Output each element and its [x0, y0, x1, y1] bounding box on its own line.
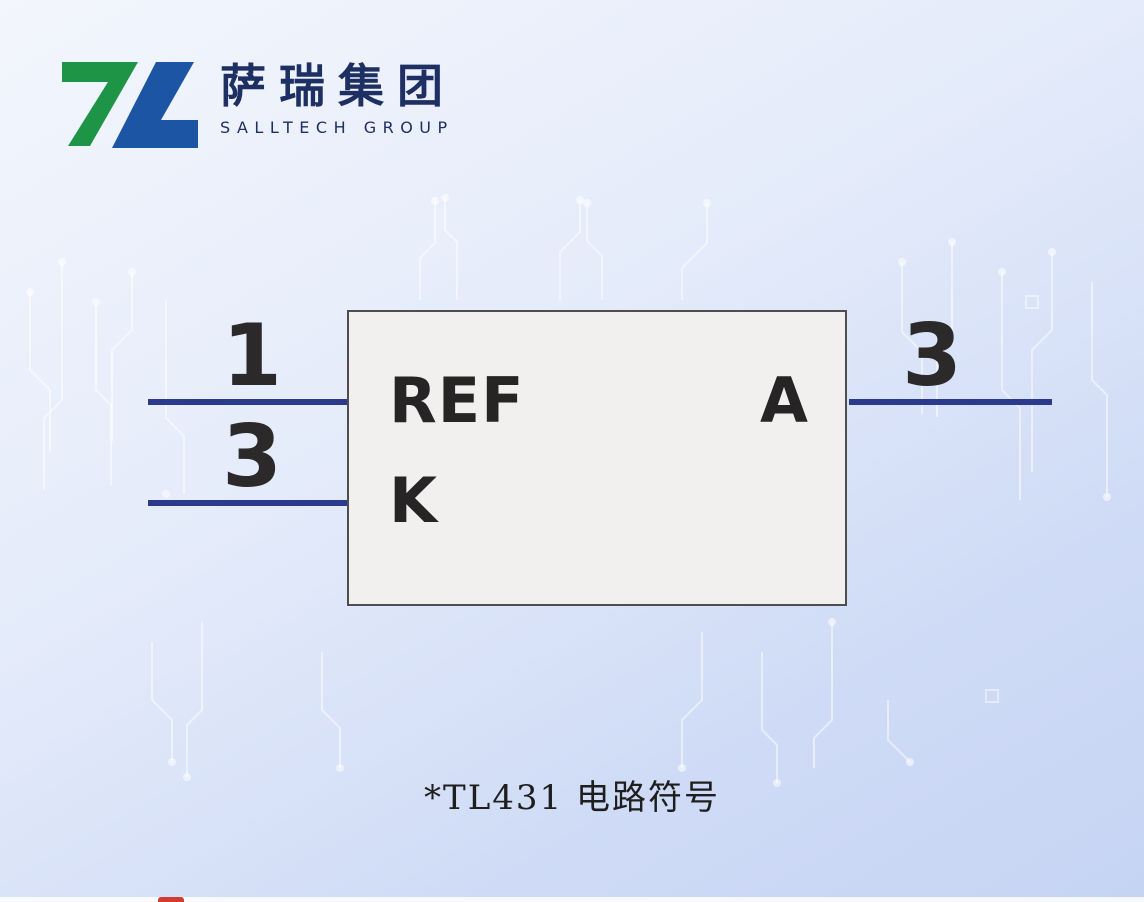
logo-english-name: SALLTECH GROUP — [220, 117, 454, 137]
pin-number-left-bottom: 3 — [222, 407, 282, 507]
ref-terminal-label: REF — [389, 364, 525, 437]
bottom-edge-strip — [0, 897, 1144, 902]
logo-chinese-name: 萨瑞集团 — [220, 59, 456, 113]
ic-symbol-box: REF K A — [347, 310, 847, 606]
pin-number-left-top: 1 — [222, 306, 282, 406]
figure-caption: *TL431 电路符号 — [424, 778, 720, 818]
wire-ref-pin — [148, 399, 347, 405]
a-terminal-label: A — [760, 364, 809, 437]
wire-k-pin — [148, 500, 347, 506]
wire-a-pin — [849, 399, 1052, 405]
logo-mark-icon — [62, 62, 198, 148]
pin-number-right: 3 — [902, 306, 962, 406]
logo-text-block: 萨瑞集团 SALLTECH GROUP — [220, 60, 456, 137]
k-terminal-label: K — [389, 464, 439, 537]
company-logo: 萨瑞集团 SALLTECH GROUP — [60, 60, 456, 148]
bottom-red-artifact — [158, 897, 184, 902]
